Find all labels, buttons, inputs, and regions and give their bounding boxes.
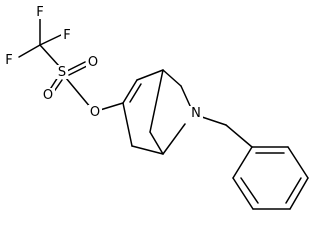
atom-sulfonyl-o-lower: O — [41, 88, 55, 103]
bond-ring-c5-bridge — [149, 131, 164, 155]
bond-ring-c4-c5 — [131, 145, 164, 155]
atom-label-ester-o: O — [90, 105, 100, 120]
bond-ring-c5-n — [162, 123, 186, 155]
structure-diagram: F F F S O O O N — [3, 5, 309, 210]
atom-ester-o: O — [88, 105, 102, 120]
atom-ester-o-bg — [88, 105, 102, 119]
atom-sulfonyl-o-right-bg — [86, 55, 100, 69]
atom-nitrogen-bg — [189, 106, 203, 120]
bond-oester-c — [99, 102, 124, 111]
bond-ph-6-1 — [232, 146, 253, 179]
bond-c-f-left — [18, 44, 41, 58]
bond-ring-c1-bridge — [149, 69, 164, 133]
atom-f-right: F — [61, 28, 73, 43]
bond-ring-c7-n — [180, 85, 192, 109]
bond-c-s — [39, 44, 60, 67]
bond-n-ch2 — [201, 116, 227, 126]
atom-sulfur-bg — [56, 65, 68, 79]
atom-f-right-bg — [61, 28, 73, 42]
bond-ring-c1-c7 — [162, 69, 182, 87]
atom-labels: F F F S O O O N — [3, 5, 203, 121]
atom-label-sulfonyl-o-lower: O — [43, 88, 53, 103]
atom-f-left: F — [3, 53, 15, 68]
bonds — [18, 17, 309, 210]
bond-ch2-ph — [225, 124, 253, 148]
bond-ring-c3-c4 — [122, 102, 133, 147]
bond-ring-c2-c3-double — [129, 83, 142, 103]
bond-ring-c2-c1 — [136, 69, 164, 81]
atom-f-left-bg — [3, 53, 15, 67]
atom-sulfur: S — [56, 65, 68, 80]
bond-ph-inner-b — [285, 177, 302, 204]
bond-ring-c3-c2 — [122, 79, 138, 104]
atom-f-top-bg — [34, 5, 46, 19]
atom-sulfonyl-o-right: O — [86, 55, 100, 70]
atom-label-sulfonyl-o-right: O — [88, 55, 98, 70]
bond-s-o-right-a — [66, 61, 86, 72]
bond-s-oester — [65, 77, 92, 109]
atom-nitrogen: N — [189, 106, 203, 121]
bond-s-o-right-b — [68, 65, 88, 76]
bond-c-f-right — [39, 34, 62, 46]
bond-ph-2-3 — [287, 146, 309, 179]
bond-ph-5-6 — [232, 177, 254, 210]
atom-sulfonyl-o-lower-bg — [41, 88, 55, 102]
atom-label-f-top: F — [36, 5, 43, 20]
atom-f-top: F — [34, 5, 46, 20]
atom-label-nitrogen: N — [191, 106, 201, 121]
atom-label-f-left: F — [5, 53, 12, 68]
bond-ph-inner-c — [240, 177, 259, 204]
atom-label-sulfur: S — [58, 65, 66, 80]
bond-ph-3-4 — [289, 177, 309, 210]
atom-label-f-right: F — [63, 28, 70, 43]
